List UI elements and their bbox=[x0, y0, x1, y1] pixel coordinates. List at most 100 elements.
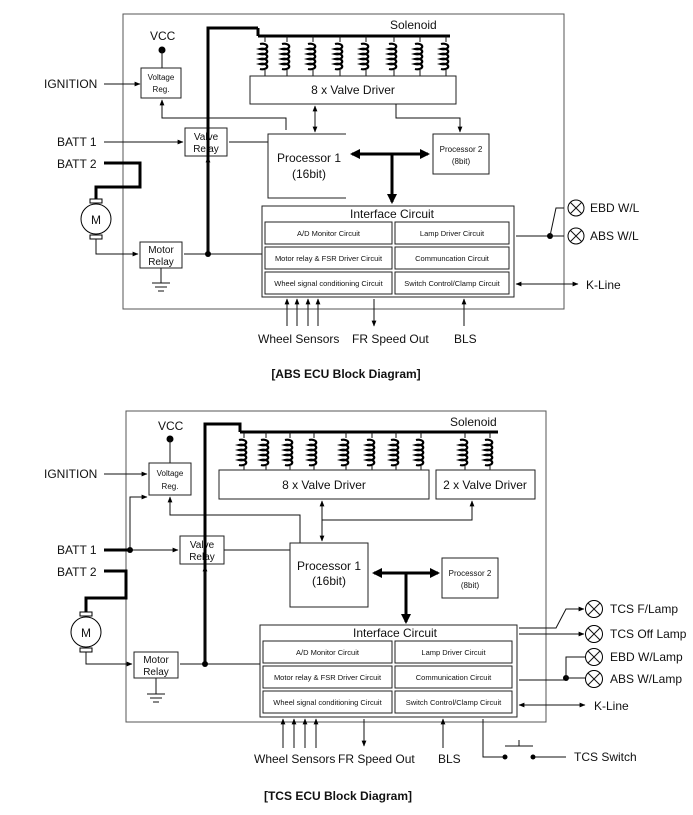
abs-processor2-label: Processor 2 bbox=[440, 145, 483, 154]
svg-text:Relay: Relay bbox=[189, 552, 215, 563]
abs-interface-cell-label: Switch Control/Clamp Circuit bbox=[404, 279, 500, 288]
tcs-kline-label: K-Line bbox=[594, 699, 629, 713]
tcs-valve-driver-label: 8 x Valve Driver bbox=[282, 478, 366, 492]
abs-motor-relay-label: Motor bbox=[148, 245, 174, 256]
tcs-batt2-label: BATT 2 bbox=[57, 565, 97, 579]
abs-motor-relay-box bbox=[139, 241, 183, 269]
tcs-lamp-abs-label: ABS W/Lamp bbox=[610, 672, 682, 686]
tcs-diagram: VCC Voltage Reg. IGNITION BATT 1 Valve R… bbox=[44, 410, 687, 803]
tcs-interface-cell-label: Wheel signal conditioning Circuit bbox=[273, 698, 382, 707]
abs-caption: [ABS ECU Block Diagram] bbox=[271, 367, 420, 381]
abs-interface-cell bbox=[264, 221, 393, 245]
tcs-valve-driver2-box bbox=[435, 469, 536, 500]
tcs-interface-cell-label: Switch Control/Clamp Circuit bbox=[406, 698, 502, 707]
tcs-processor2-box bbox=[441, 557, 499, 599]
abs-interface-cell bbox=[264, 246, 393, 270]
abs-solenoid-coils bbox=[255, 36, 450, 76]
abs-motor bbox=[80, 203, 112, 235]
abs-interface-cell-label: Lamp Driver Circuit bbox=[420, 229, 485, 238]
svg-text:M: M bbox=[91, 213, 101, 227]
abs-processor2-box bbox=[432, 133, 490, 175]
svg-text:Relay: Relay bbox=[143, 667, 169, 678]
abs-lamp-ebd-label: EBD W/L bbox=[590, 201, 640, 215]
tcs-solenoid-coil-icon bbox=[362, 438, 376, 467]
tcs-motor bbox=[70, 616, 102, 648]
abs-solenoid-coil-icon bbox=[356, 42, 370, 71]
tcs-motor-relay-box bbox=[133, 651, 179, 679]
tcs-processor1-box bbox=[289, 542, 369, 608]
abs-batt1-label: BATT 1 bbox=[57, 135, 97, 149]
abs-ignition-label: IGNITION bbox=[44, 77, 97, 91]
abs-lamp-abs-label: ABS W/L bbox=[590, 229, 639, 243]
tcs-solenoid-coil-icon bbox=[256, 438, 270, 467]
tcs-voltage-reg-label: Voltage bbox=[157, 469, 184, 478]
abs-valve-driver-label: 8 x Valve Driver bbox=[311, 83, 395, 97]
abs-solenoid-coil-icon bbox=[277, 42, 291, 71]
tcs-interface-cell bbox=[394, 690, 513, 714]
abs-solenoid-coil-icon bbox=[303, 42, 317, 71]
tcs-motor-relay-label: Motor bbox=[143, 655, 169, 666]
tcs-batt1-label: BATT 1 bbox=[57, 543, 97, 557]
tcs-switch-label: TCS Switch bbox=[574, 750, 637, 764]
svg-text:Relay: Relay bbox=[193, 144, 219, 155]
tcs-solenoid-coil-icon bbox=[411, 438, 425, 467]
tcs-interface-cell-label: Communication Circuit bbox=[416, 673, 492, 682]
abs-batt2-label: BATT 2 bbox=[57, 157, 97, 171]
abs-solenoid-label: Solenoid bbox=[390, 18, 437, 32]
abs-interface-cell-label: Motor relay & FSR Driver Circuit bbox=[275, 254, 383, 263]
tcs-interface-cell bbox=[394, 665, 513, 689]
abs-interface-cell bbox=[264, 271, 393, 295]
abs-vcc-label: VCC bbox=[150, 29, 176, 43]
tcs-interface-title: Interface Circuit bbox=[353, 626, 438, 640]
tcs-valve-driver2-label: 2 x Valve Driver bbox=[443, 478, 527, 492]
abs-bls-label: BLS bbox=[454, 332, 477, 346]
svg-text:(16bit): (16bit) bbox=[312, 574, 346, 588]
tcs-vcc-label: VCC bbox=[158, 419, 184, 433]
tcs-ignition-label: IGNITION bbox=[44, 467, 97, 481]
svg-text:(8bit): (8bit) bbox=[461, 581, 480, 590]
tcs-interface-cell bbox=[262, 640, 393, 664]
abs-solenoid-coil-icon bbox=[255, 42, 269, 71]
tcs-valve-driver-box bbox=[218, 469, 430, 500]
abs-valve-relay-label: Valve bbox=[194, 132, 219, 143]
tcs-solenoid-coil-icon bbox=[280, 438, 294, 467]
tcs-solenoid-coil-icon bbox=[386, 438, 400, 467]
abs-solenoid-coil-icon bbox=[330, 42, 344, 71]
abs-interface-cell-label: Wheel signal conditioning Circuit bbox=[274, 279, 383, 288]
tcs-interface-cells: A/D Monitor Circuit Lamp Driver CircuitMo… bbox=[262, 640, 513, 714]
tcs-wheel-sensors-label: Wheel Sensors bbox=[254, 752, 335, 766]
abs-valve-driver-box bbox=[249, 75, 457, 105]
svg-text:Relay: Relay bbox=[148, 257, 174, 268]
abs-valve-relay-box bbox=[184, 127, 228, 157]
tcs-ecu-frame bbox=[125, 410, 547, 723]
tcs-lamp-tcs-off-label: TCS Off Lamp bbox=[610, 627, 687, 641]
abs-diagram: VCC Voltage Reg. IGNITION BATT 1 Valve R… bbox=[44, 13, 640, 381]
abs-solenoid-coil-icon bbox=[436, 42, 450, 71]
tcs-valve-relay-box bbox=[179, 535, 225, 565]
tcs-interface-cell-label: Motor relay & FSR Driver Circuit bbox=[274, 673, 382, 682]
abs-interface-cell-label: Communcation Circuit bbox=[415, 254, 490, 263]
abs-kline-label: K-Line bbox=[586, 278, 621, 292]
tcs-processor1-label: Processor 1 bbox=[297, 559, 361, 573]
tcs-interface-cell-label: Lamp Driver Circuit bbox=[421, 648, 486, 657]
svg-text:(8bit): (8bit) bbox=[452, 157, 471, 166]
svg-text:(16bit): (16bit) bbox=[292, 167, 326, 181]
abs-processor1-label: Processor 1 bbox=[277, 151, 341, 165]
tcs-solenoid-coil-icon bbox=[234, 438, 248, 467]
tcs-fr-speed-out-label: FR Speed Out bbox=[338, 752, 415, 766]
abs-solenoid-coil-icon bbox=[410, 42, 424, 71]
tcs-lamp-tcs-f-label: TCS F/Lamp bbox=[610, 602, 678, 616]
tcs-interface-cell-label: A/D Monitor Circuit bbox=[296, 648, 360, 657]
tcs-valve-relay-label: Valve bbox=[190, 540, 215, 551]
abs-voltage-reg-box bbox=[140, 67, 182, 99]
svg-text:Reg.: Reg. bbox=[153, 85, 170, 94]
tcs-voltage-reg-box bbox=[148, 462, 192, 496]
abs-wheel-sensors-label: Wheel Sensors bbox=[258, 332, 339, 346]
tcs-processor2-label: Processor 2 bbox=[449, 569, 492, 578]
tcs-lamp-ebd-label: EBD W/Lamp bbox=[610, 650, 683, 664]
tcs-solenoid-coil-icon bbox=[304, 438, 318, 467]
svg-text:Reg.: Reg. bbox=[162, 482, 179, 491]
abs-interface-cell bbox=[394, 246, 510, 270]
abs-interface-cell bbox=[394, 271, 510, 295]
